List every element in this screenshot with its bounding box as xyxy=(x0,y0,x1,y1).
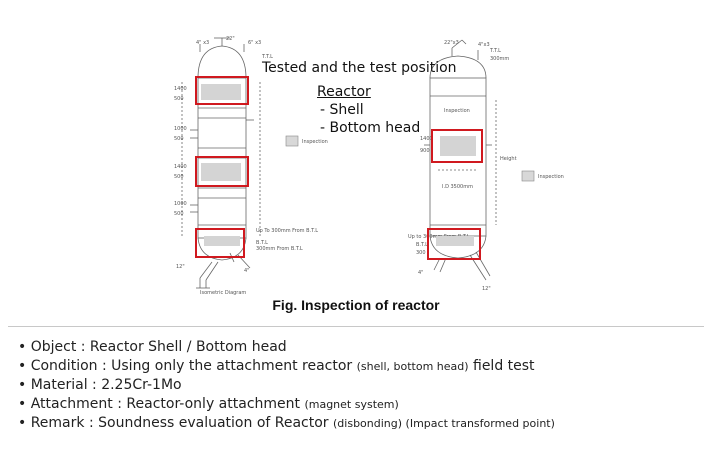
detail-text: • Object : Reactor Shell / Bottom head xyxy=(18,339,287,355)
svg-text:4": 4" xyxy=(418,270,423,276)
svg-text:300: 300 xyxy=(416,250,426,256)
right-grey-marker xyxy=(521,170,535,182)
svg-text:Up To 300mm From B.T.L: Up To 300mm From B.T.L xyxy=(256,228,318,234)
detail-item-attachment: • Attachment : Reactor-only attachment (… xyxy=(18,395,555,414)
svg-text:4": 4" xyxy=(244,268,249,274)
svg-text:4"x3: 4"x3 xyxy=(478,42,490,48)
detail-text: • Material : 2.25Cr-1Mo xyxy=(18,377,182,393)
highlight-left-top-shell xyxy=(195,76,249,105)
detail-text: (disbonding) (Impact transformed point) xyxy=(333,417,555,430)
svg-text:22": 22" xyxy=(226,36,235,42)
svg-text:500: 500 xyxy=(174,174,184,180)
svg-text:B.T.L: B.T.L xyxy=(256,240,268,246)
detail-item-material: • Material : 2.25Cr-1Mo xyxy=(18,376,555,395)
highlight-left-middle-shell xyxy=(195,156,249,187)
highlight-right-shell xyxy=(431,129,483,163)
svg-text:12": 12" xyxy=(482,286,491,292)
detail-text: field test xyxy=(468,358,535,374)
svg-text:300mm: 300mm xyxy=(490,56,509,62)
svg-text:1000: 1000 xyxy=(174,201,187,207)
left-reactor-labels: 4" x3 22" 6" x3 T.T.L 1400 500 1000 500 … xyxy=(174,36,318,296)
svg-text:Height: Height xyxy=(500,156,517,162)
highlight-right-bottom-head xyxy=(427,228,481,260)
detail-item-condition: • Condition : Using only the attachment … xyxy=(18,357,555,376)
details-list: • Object : Reactor Shell / Bottom head • … xyxy=(18,338,555,433)
highlight-left-bottom-head xyxy=(195,228,245,258)
legend-item-bottom-head: - Bottom head xyxy=(320,120,421,136)
detail-text: • Attachment : Reactor-only attachment xyxy=(18,396,305,412)
legend-item-shell: - Shell xyxy=(320,102,364,118)
detail-text: (shell, bottom head) xyxy=(356,360,469,373)
marker-labels: Inspection Inspection xyxy=(302,139,564,180)
svg-text:Isometric Diagram: Isometric Diagram xyxy=(200,290,246,296)
svg-text:Inspection: Inspection xyxy=(444,108,470,114)
svg-text:1400: 1400 xyxy=(174,164,187,170)
left-grey-marker xyxy=(285,135,299,147)
legend-title: Tested and the test position xyxy=(262,60,457,76)
detail-text: • Remark : Soundness evaluation of React… xyxy=(18,415,334,431)
figure-caption: Fig. Inspection of reactor xyxy=(272,297,440,313)
svg-text:500: 500 xyxy=(174,96,184,102)
svg-text:1400: 1400 xyxy=(174,86,187,92)
section-divider xyxy=(8,326,704,327)
svg-text:T.T.L: T.T.L xyxy=(261,54,273,60)
svg-text:Inspection: Inspection xyxy=(538,174,564,180)
svg-text:900: 900 xyxy=(420,148,430,154)
inspection-markers xyxy=(201,84,535,246)
detail-item-object: • Object : Reactor Shell / Bottom head xyxy=(18,338,555,357)
svg-text:500: 500 xyxy=(174,211,184,217)
svg-text:B.T.L: B.T.L xyxy=(416,242,428,248)
svg-text:6" x3: 6" x3 xyxy=(248,40,261,46)
svg-text:1000: 1000 xyxy=(174,126,187,132)
detail-text: • Condition : Using only the attachment … xyxy=(18,358,357,374)
svg-text:I.D 3500mm: I.D 3500mm xyxy=(442,184,473,190)
svg-text:4" x3: 4" x3 xyxy=(196,40,209,46)
detail-text: (magnet system) xyxy=(304,398,399,411)
svg-text:1400: 1400 xyxy=(420,136,433,142)
reactor-figure: 4" x3 22" 6" x3 T.T.L 1400 500 1000 500 … xyxy=(174,36,564,313)
legend-heading: Reactor xyxy=(317,84,371,100)
svg-text:T.T.L: T.T.L xyxy=(489,48,501,54)
svg-text:12": 12" xyxy=(176,264,185,270)
svg-text:500: 500 xyxy=(174,136,184,142)
detail-item-remark: • Remark : Soundness evaluation of React… xyxy=(18,414,555,433)
highlight-boxes xyxy=(195,76,483,260)
svg-text:22"x3: 22"x3 xyxy=(444,40,459,46)
svg-text:300mm From B.T.L: 300mm From B.T.L xyxy=(256,246,303,252)
svg-text:Inspection: Inspection xyxy=(302,139,328,145)
